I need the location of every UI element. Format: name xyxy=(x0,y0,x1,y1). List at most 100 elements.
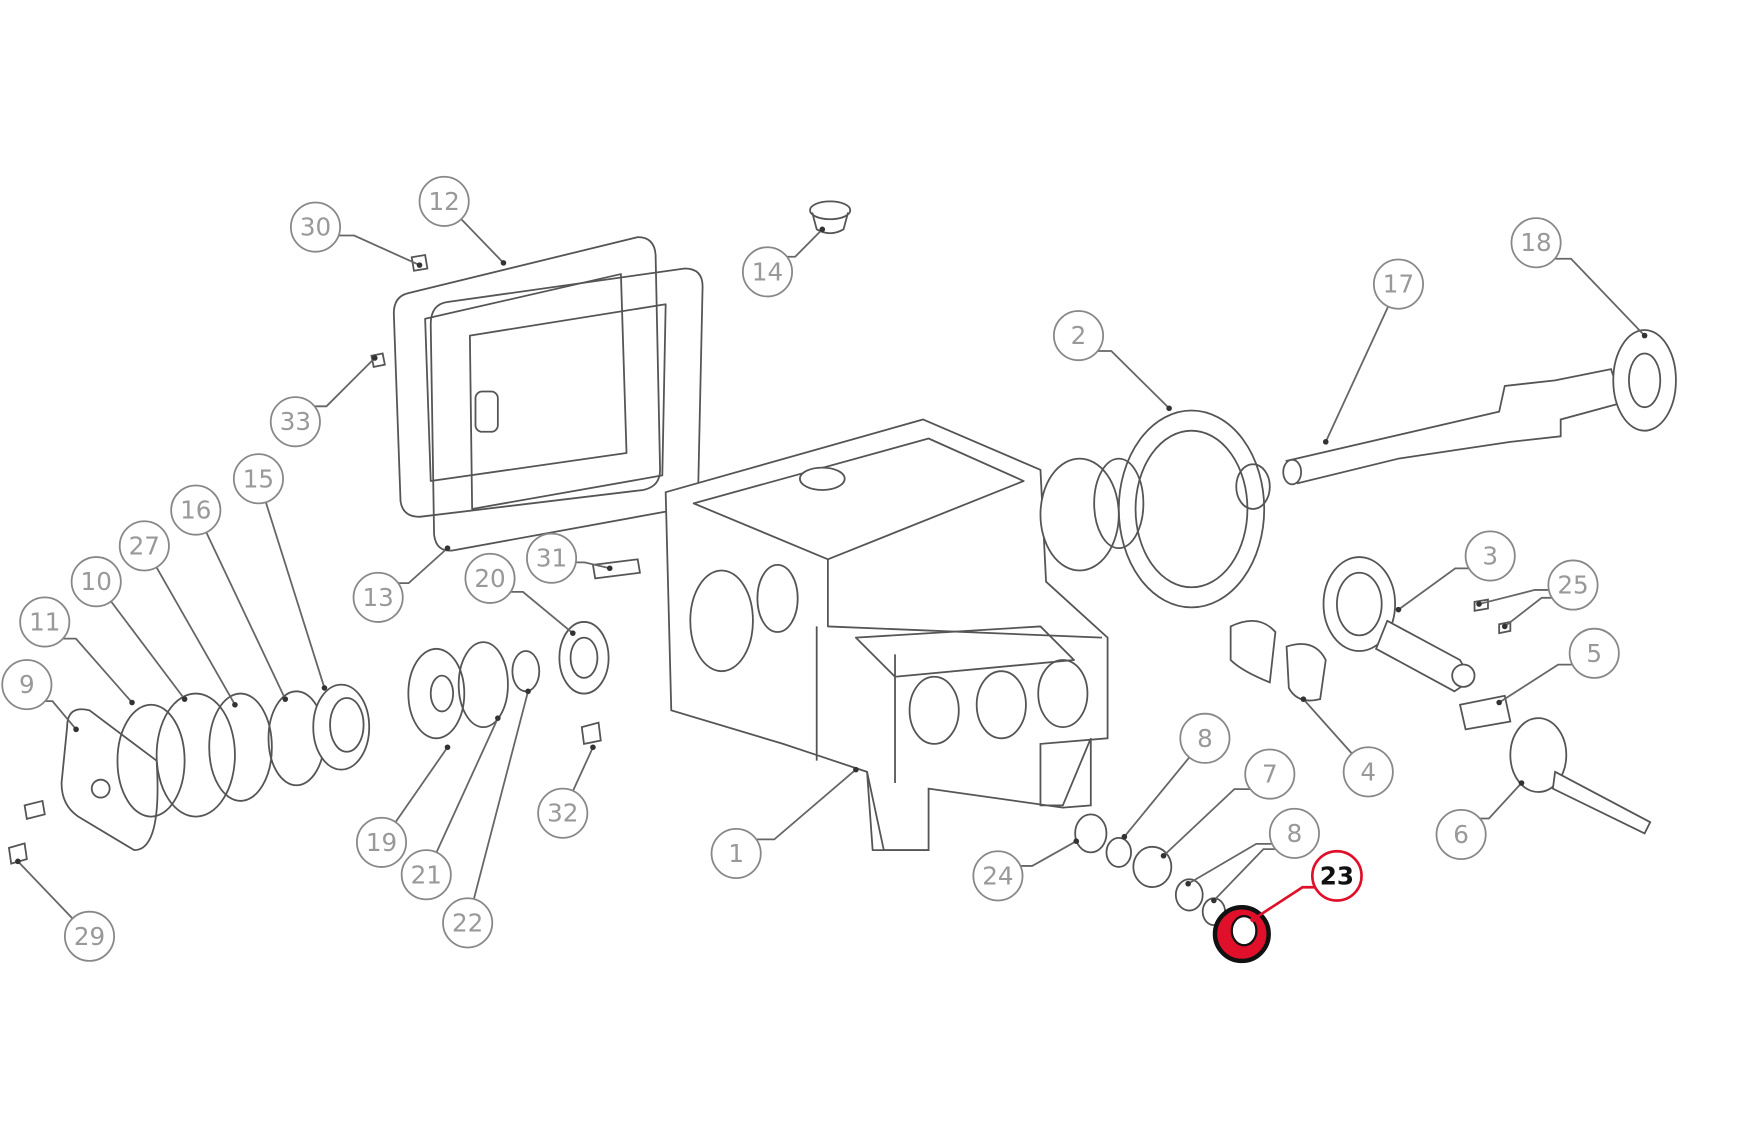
callout-bubble xyxy=(1435,808,1487,861)
callout-bubble xyxy=(170,484,222,536)
part-shaft xyxy=(1282,329,1677,486)
callout-number: 12 xyxy=(428,187,459,216)
callout-bubble xyxy=(1310,849,1363,902)
callout-bubble xyxy=(1179,712,1231,764)
callout-12: 12 xyxy=(418,175,507,266)
callout-18: 18 xyxy=(1510,217,1648,339)
callout-bubble xyxy=(1547,559,1599,611)
callout-bubble xyxy=(1268,807,1320,859)
leader-arrow-tip xyxy=(1476,601,1482,607)
callout-32: 32 xyxy=(537,744,596,839)
callout-number: 19 xyxy=(366,828,397,857)
leader-arrow-tip xyxy=(525,688,531,695)
leader-line xyxy=(398,547,449,584)
leader-arrow-tip xyxy=(1073,838,1080,845)
callout-bubble xyxy=(269,396,321,448)
callout-number: 8 xyxy=(1287,819,1303,848)
callout-number: 17 xyxy=(1383,270,1414,299)
leader-line xyxy=(62,637,133,704)
callout-25: 25 xyxy=(1476,559,1599,630)
callout-number: 3 xyxy=(1482,541,1498,570)
leader-line xyxy=(572,746,594,792)
callout-bubble xyxy=(1464,530,1516,582)
leader-arrow-tip xyxy=(606,565,613,572)
leader-arrow-tip xyxy=(416,262,423,268)
callout-9: 9 xyxy=(1,659,79,733)
part-bearing-housing xyxy=(407,621,610,740)
callout-number: 2 xyxy=(1071,321,1087,350)
callout-number: 8 xyxy=(1197,724,1213,753)
callout-number: 32 xyxy=(547,799,578,828)
callout-21: 21 xyxy=(400,715,501,901)
leader-line xyxy=(1479,782,1523,820)
callout-number: 21 xyxy=(411,860,442,889)
part-bearing-shells xyxy=(1229,620,1327,702)
callout-number: 13 xyxy=(362,583,393,612)
callout-30: 30 xyxy=(289,201,423,268)
leader-arrow-tip xyxy=(181,696,188,702)
callout-number: 31 xyxy=(536,544,567,573)
leader-line xyxy=(394,746,449,823)
leader-line xyxy=(786,228,823,258)
leader-line xyxy=(510,591,574,634)
callout-number: 24 xyxy=(982,861,1013,890)
callout-3: 3 xyxy=(1395,530,1516,613)
callout-bubble xyxy=(526,532,578,584)
callout-number: 9 xyxy=(19,670,35,699)
leader-arrow-tip xyxy=(1211,897,1217,904)
callout-bubble xyxy=(972,850,1024,902)
callout-bubble xyxy=(70,556,122,608)
leader-line xyxy=(1020,840,1077,867)
part-gear xyxy=(1039,409,1271,609)
callout-number: 25 xyxy=(1557,571,1588,600)
leader-line xyxy=(155,566,236,706)
leader-line xyxy=(205,531,287,700)
leader-line xyxy=(435,717,499,853)
leader-arrow-tip xyxy=(590,744,596,751)
leader-arrow-tip xyxy=(1300,696,1307,702)
callout-5: 5 xyxy=(1496,627,1620,706)
leader-line xyxy=(1187,843,1273,885)
callout-33: 33 xyxy=(269,355,378,448)
callout-number: 29 xyxy=(74,922,105,951)
callout-number: 27 xyxy=(129,531,160,560)
callout-number: 14 xyxy=(752,257,783,286)
leader-line xyxy=(1097,350,1170,409)
part-breather-cap xyxy=(809,200,852,235)
callout-number: 23 xyxy=(1320,861,1354,890)
part-end-cover xyxy=(60,683,371,852)
callout-bubble xyxy=(741,246,793,298)
callout-number: 7 xyxy=(1262,760,1278,789)
callout-1: 1 xyxy=(710,766,859,880)
leader-line xyxy=(17,860,74,920)
leader-arrow-tip xyxy=(570,630,576,636)
leader-line xyxy=(1213,848,1276,902)
callout-8: 8 xyxy=(1121,712,1231,840)
callout-number: 1 xyxy=(728,839,744,868)
leader-line xyxy=(314,357,376,408)
leader-line xyxy=(338,234,420,266)
callout-10: 10 xyxy=(70,556,188,702)
callout-bubble xyxy=(1342,746,1394,798)
leader-arrow-tip xyxy=(500,260,507,266)
callout-number: 15 xyxy=(243,464,274,493)
part-connecting-rod xyxy=(1322,556,1476,693)
leader-arrow-tip xyxy=(1496,699,1502,706)
leader-line xyxy=(264,501,326,689)
leader-arrow-tip xyxy=(1641,332,1648,339)
callout-bubble xyxy=(1244,748,1296,800)
leader-arrow-tip xyxy=(1121,833,1128,840)
leader-line xyxy=(1252,885,1316,921)
callout-bubble xyxy=(355,816,408,868)
leader-arrow-tip xyxy=(1501,623,1508,630)
callout-bubble xyxy=(1568,627,1620,679)
callout-bubble xyxy=(1372,258,1424,310)
callout-bubble xyxy=(710,828,762,880)
leader-arrow-tip xyxy=(1185,880,1191,887)
leader-arrow-tip xyxy=(371,355,378,361)
callout-bubble xyxy=(63,910,116,962)
callout-bubble xyxy=(1510,217,1562,269)
callout-number: 20 xyxy=(474,564,505,593)
leader-line xyxy=(45,700,77,730)
